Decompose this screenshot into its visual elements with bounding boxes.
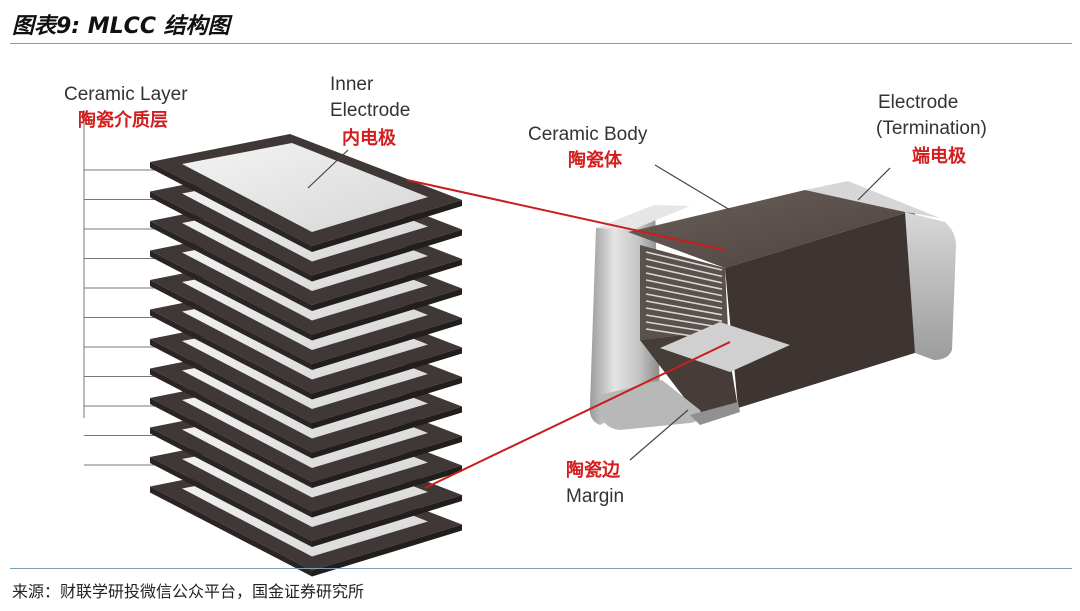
electrode-line bbox=[645, 272, 723, 290]
electrode-line bbox=[645, 251, 723, 271]
right-termination bbox=[905, 212, 956, 360]
margin-pointer bbox=[629, 409, 689, 461]
electrode-line bbox=[645, 286, 723, 303]
termination-label-en-1: Electrode bbox=[878, 92, 958, 113]
inner-electrode-pointer bbox=[307, 149, 349, 189]
inner-electrode-label-cn: 内电极 bbox=[342, 127, 397, 149]
ceramic-body-side bbox=[725, 210, 918, 408]
figure-title: 图表9: MLCC 结构图 bbox=[12, 14, 230, 39]
inner-electrode-lines bbox=[645, 251, 723, 342]
electrode-line bbox=[645, 258, 723, 278]
mlcc-chip bbox=[589, 181, 956, 430]
ceramic-layer-label-cn: 陶瓷介质层 bbox=[78, 109, 168, 131]
ceramic-layer-plate bbox=[150, 134, 462, 252]
ceramic-layer-bracket bbox=[83, 110, 160, 466]
margin-label-en: Margin bbox=[566, 486, 624, 507]
electrode-line bbox=[645, 300, 723, 316]
footer-divider bbox=[10, 568, 1072, 569]
header-divider bbox=[10, 43, 1072, 44]
inner-electrode-label-en-1: Inner bbox=[330, 74, 374, 95]
termination-label-cn: 端电极 bbox=[912, 145, 967, 167]
termination-label-en-2: (Termination) bbox=[876, 118, 987, 139]
electrode-line bbox=[645, 314, 723, 329]
source-note: 来源：财联学研投微信公众平台，国金证券研究所 bbox=[12, 582, 365, 601]
ceramic-layer-label-en: Ceramic Layer bbox=[64, 84, 188, 105]
electrode-line bbox=[645, 265, 723, 284]
inner-electrode-label-en-2: Electrode bbox=[330, 100, 410, 121]
electrode-line bbox=[645, 293, 723, 310]
bottom-leader-line bbox=[424, 341, 731, 489]
termination-pointer bbox=[857, 167, 891, 201]
ceramic-body-top bbox=[628, 190, 915, 268]
margin-label-cn: 陶瓷边 bbox=[566, 459, 621, 481]
ceramic-body-pointer bbox=[654, 164, 731, 211]
electrode-line bbox=[645, 307, 723, 322]
ceramic-body-label-en: Ceramic Body bbox=[528, 124, 648, 145]
electrode-line bbox=[645, 279, 723, 297]
layer-stack bbox=[150, 134, 462, 577]
top-leader-line bbox=[406, 179, 726, 251]
ceramic-body-label-cn: 陶瓷体 bbox=[568, 149, 623, 171]
